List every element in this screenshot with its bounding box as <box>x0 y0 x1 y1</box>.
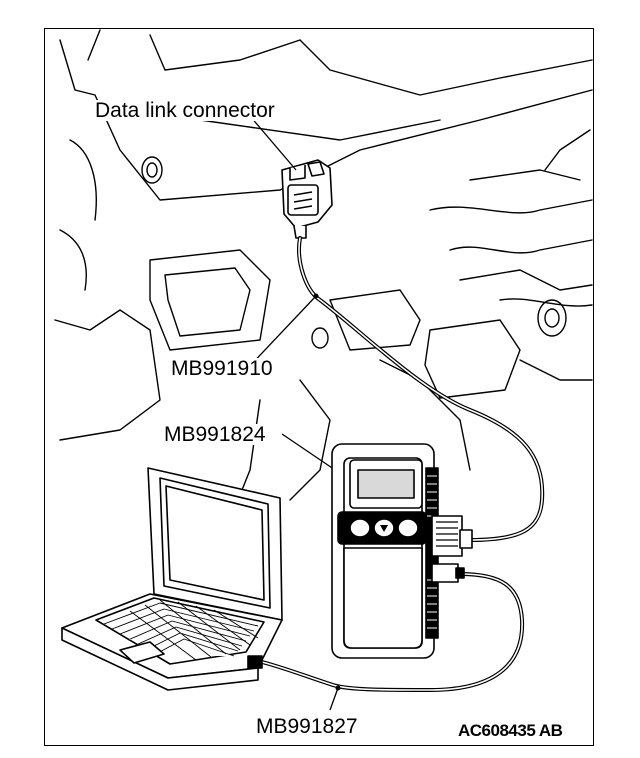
cable-marker-mb991827 <box>335 685 341 691</box>
mb991824-device <box>331 443 473 659</box>
label-mb991827: MB991827 <box>255 715 359 738</box>
cable-marker-mb991910 <box>313 293 319 299</box>
label-mb991824: MB991824 <box>163 423 267 446</box>
label-mb991910: MB991910 <box>170 357 274 380</box>
figure-id: AC608435 AB <box>458 721 563 740</box>
laptop <box>61 467 283 691</box>
label-data-link-connector: Data link connector <box>94 99 276 122</box>
data-link-connector <box>281 159 333 239</box>
device-button-right <box>397 518 419 538</box>
device-button-left <box>349 518 371 538</box>
device-screen <box>357 469 415 499</box>
